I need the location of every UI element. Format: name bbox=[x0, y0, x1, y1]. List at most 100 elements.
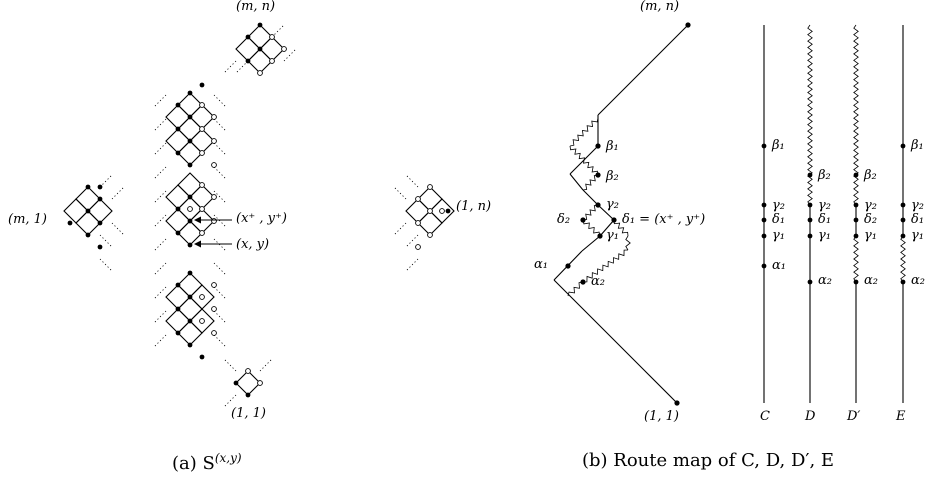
lattice-dotted-edge bbox=[405, 258, 419, 272]
lattice-node bbox=[175, 230, 181, 236]
col-e-gamma1: γ₁ bbox=[911, 228, 924, 243]
route-column-node bbox=[807, 217, 813, 223]
lattice-node bbox=[97, 244, 103, 250]
lattice-diamond bbox=[189, 184, 215, 210]
lattice-node bbox=[427, 208, 433, 214]
col-e-alpha2: α₂ bbox=[911, 273, 925, 288]
caption-a: (a) S(x,y) bbox=[172, 452, 242, 473]
lattice-node bbox=[187, 242, 193, 248]
lattice-node bbox=[199, 102, 205, 108]
lattice-node bbox=[175, 150, 181, 156]
lattice-node bbox=[199, 318, 205, 324]
lattice-node bbox=[257, 380, 263, 386]
lattice-node bbox=[187, 206, 193, 212]
node-top bbox=[685, 22, 691, 28]
col-d-gamma2: γ₂ bbox=[818, 198, 831, 213]
col-e-delta1: δ₁ bbox=[911, 212, 925, 227]
route-column-mask bbox=[853, 236, 859, 282]
zigzag-beta2 bbox=[582, 174, 599, 191]
route-column-node bbox=[761, 263, 767, 269]
lattice-dotted-edge bbox=[153, 214, 167, 228]
lattice-node bbox=[67, 220, 73, 226]
lattice-node bbox=[415, 244, 421, 250]
zigzag-delta2 bbox=[582, 204, 599, 221]
route-column-node bbox=[900, 233, 906, 239]
route-column-node bbox=[853, 233, 859, 239]
route-zigzags bbox=[567, 117, 631, 297]
lattice-diamond bbox=[189, 128, 215, 154]
lattice-diamond bbox=[177, 92, 203, 118]
lattice-node bbox=[187, 294, 193, 300]
lattice-node bbox=[85, 184, 91, 190]
route-column-mask bbox=[900, 236, 906, 282]
lattice-node bbox=[415, 196, 421, 202]
col-name-c: C bbox=[760, 409, 770, 424]
lattice-node bbox=[427, 184, 433, 190]
label-a-bottom: (1, 1) bbox=[231, 406, 266, 421]
arrowhead-xy bbox=[194, 240, 201, 248]
lattice-diamond bbox=[165, 128, 191, 154]
node-bottom bbox=[674, 400, 680, 406]
lattice-diamond bbox=[417, 186, 443, 212]
zigzag-alpha2-low bbox=[567, 281, 584, 297]
lattice-node bbox=[211, 194, 217, 200]
label-delta1: δ₁ = (x⁺ , y⁺) bbox=[622, 212, 706, 227]
lattice-dotted-edge bbox=[393, 186, 407, 200]
lattice-node bbox=[187, 194, 193, 200]
lattice-node bbox=[187, 342, 193, 348]
route-column-node bbox=[853, 172, 859, 178]
node-gamma2 bbox=[595, 202, 601, 208]
lattice-dotted-edge bbox=[153, 262, 167, 276]
lattice-dotted-edge bbox=[223, 60, 237, 74]
lattice-node bbox=[97, 184, 103, 190]
col-d-alpha2: α₂ bbox=[818, 273, 832, 288]
route-column-node bbox=[761, 233, 767, 239]
label-beta1: β₁ bbox=[606, 139, 619, 154]
label-b-top: (m, n) bbox=[640, 0, 680, 14]
lattice-node bbox=[175, 330, 181, 336]
label-a-right: (1, n) bbox=[456, 199, 492, 214]
lattice-diamond bbox=[177, 320, 203, 346]
label-gamma2: γ₂ bbox=[606, 197, 619, 212]
lattice-node bbox=[187, 318, 193, 324]
lattice-dotted-edge bbox=[213, 118, 227, 132]
lattice-diamond bbox=[165, 308, 191, 334]
node-delta1 bbox=[611, 217, 617, 223]
lattice-dotted-edge bbox=[153, 190, 167, 204]
lattice-node bbox=[175, 306, 181, 312]
lattice-diamond bbox=[177, 220, 203, 246]
route-column-node bbox=[900, 279, 906, 285]
lattice-diamond bbox=[87, 198, 113, 224]
route-nodes bbox=[565, 22, 691, 406]
route-column-node bbox=[900, 143, 906, 149]
lattice-dotted-edge bbox=[213, 166, 227, 180]
lattice-node bbox=[97, 196, 103, 202]
lattice-node bbox=[97, 220, 103, 226]
lattice-node bbox=[257, 22, 263, 28]
label-a-top: (m, n) bbox=[236, 0, 276, 14]
zigzag-beta bbox=[569, 145, 599, 176]
lattice-node bbox=[175, 206, 181, 212]
lattice-node bbox=[211, 162, 217, 168]
caption-b: (b) Route map of C, D, D′, E bbox=[582, 450, 835, 471]
lattice-node bbox=[187, 218, 193, 224]
lattice-diamond bbox=[177, 272, 203, 298]
col-d-beta2: β₂ bbox=[818, 168, 831, 183]
lattice-diamond bbox=[259, 36, 285, 62]
col-c-alpha1: α₁ bbox=[772, 258, 786, 273]
zigzag-right bbox=[613, 219, 629, 237]
label-a-left: (m, 1) bbox=[8, 212, 48, 227]
col-dp-gamma1: γ₁ bbox=[864, 228, 877, 243]
lattice-node bbox=[199, 206, 205, 212]
lattice-diamond bbox=[75, 186, 101, 212]
lattice-diamond bbox=[189, 308, 215, 334]
lattice-node bbox=[199, 182, 205, 188]
col-name-e: E bbox=[896, 409, 906, 424]
lattice-node bbox=[281, 46, 287, 52]
route-column-node bbox=[761, 217, 767, 223]
col-name-dp: D′ bbox=[847, 409, 861, 424]
lattice-node bbox=[257, 46, 263, 52]
lattice-node bbox=[415, 220, 421, 226]
lattice-dotted-edge bbox=[213, 142, 227, 156]
